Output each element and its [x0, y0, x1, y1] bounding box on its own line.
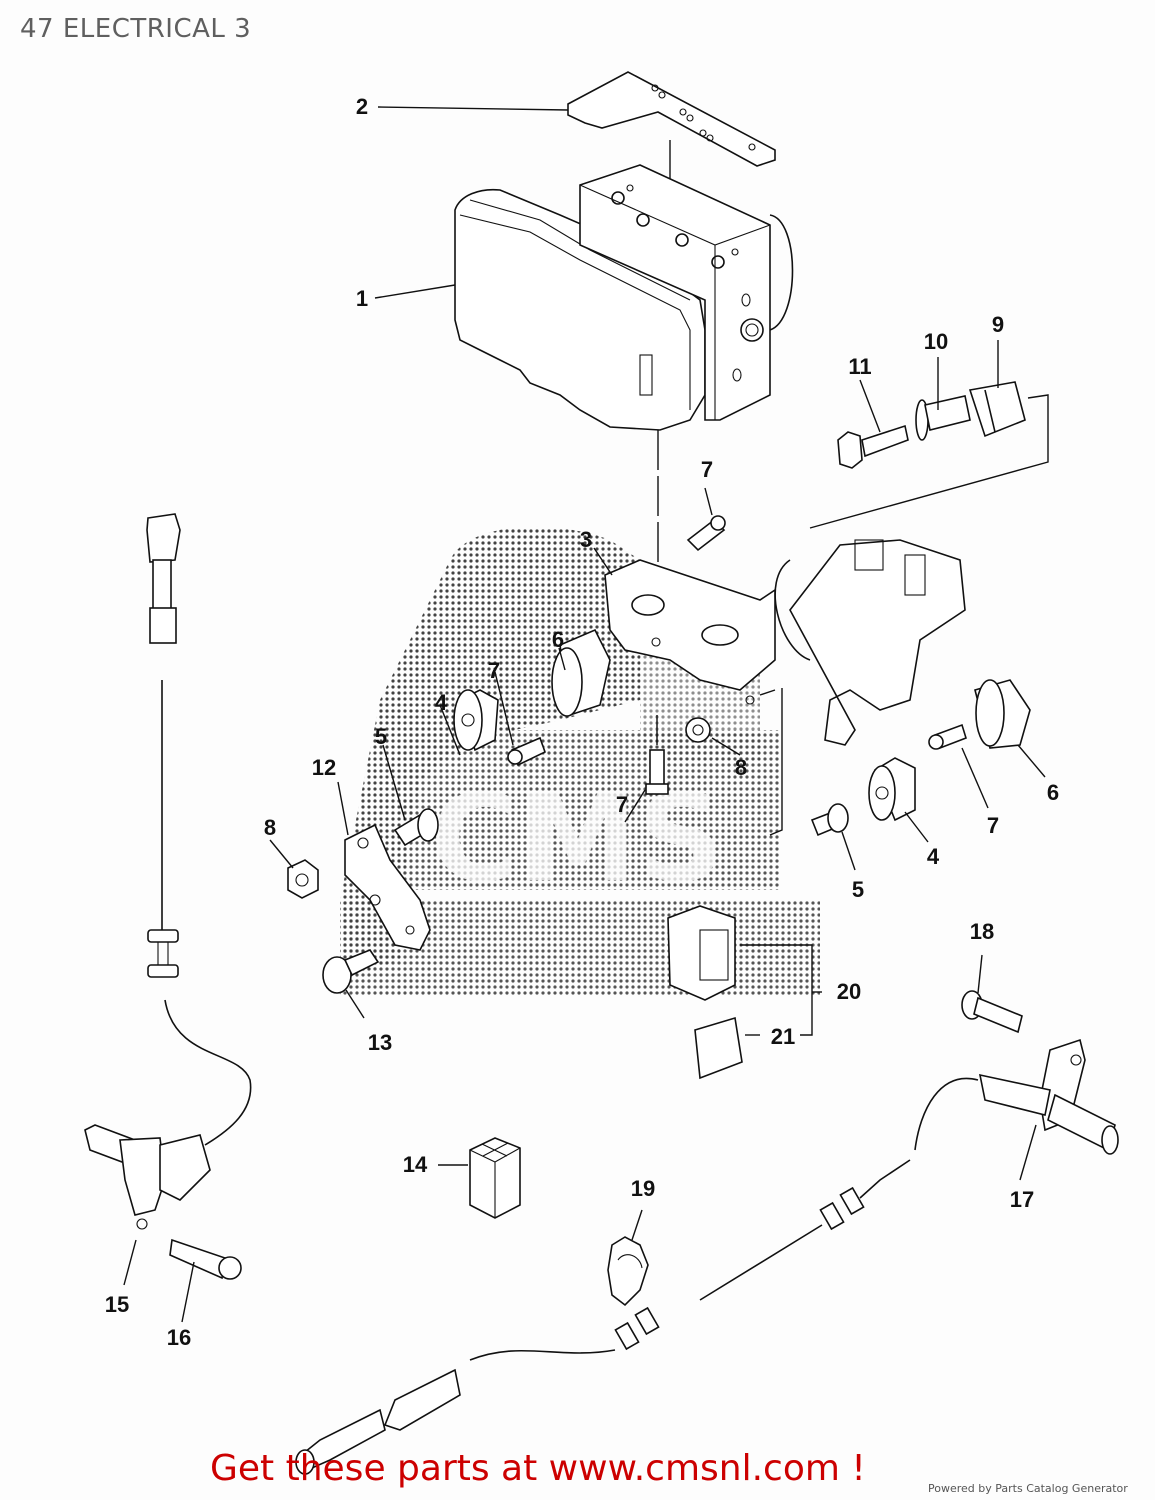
callout-20[interactable]: 20 — [836, 979, 862, 1004]
rear-wheel-sensor-lead — [295, 1159, 911, 1475]
callout-21[interactable]: 21 — [770, 1024, 796, 1049]
callout-18[interactable]: 18 — [969, 919, 995, 944]
callout-1[interactable]: 1 — [355, 286, 369, 311]
callout-3[interactable]: 3 — [579, 527, 593, 552]
callout-6-left[interactable]: 6 — [551, 627, 565, 652]
callout-7-left[interactable]: 7 — [487, 658, 501, 683]
front-wheel-sensor-lead — [146, 513, 252, 1146]
part-6-grommet-right — [974, 679, 1031, 749]
callout-17[interactable]: 17 — [1009, 1187, 1035, 1212]
callout-10[interactable]: 10 — [923, 329, 949, 354]
callout-8-right[interactable]: 8 — [734, 755, 748, 780]
part-17-rear-sensor — [914, 1038, 1119, 1155]
part-6-grommet-left — [551, 628, 611, 717]
part-8-nut-left — [287, 859, 319, 899]
callout-7-lower[interactable]: 7 — [615, 792, 629, 817]
svg-text:CMS: CMS — [430, 770, 724, 909]
part-7-bolt-left — [507, 736, 546, 767]
part-1-abs-unit — [454, 164, 794, 575]
callout-4-right[interactable]: 4 — [926, 844, 940, 869]
part-19-clamp — [607, 1236, 649, 1307]
part-4-bush-left — [453, 689, 499, 752]
powered-by-text: Powered by Parts Catalog Generator — [928, 1482, 1128, 1495]
part-4-bush-right — [868, 757, 916, 822]
callout-6-right[interactable]: 6 — [1046, 780, 1060, 805]
part-3-stay — [604, 559, 776, 705]
part-18-bolt — [961, 990, 1023, 1034]
part-7-bolt-upper — [686, 487, 726, 552]
part-14-coupler — [469, 1137, 521, 1219]
callout-19[interactable]: 19 — [630, 1176, 656, 1201]
part-12-plate — [344, 823, 431, 951]
part-5-stud-left — [393, 808, 439, 847]
callout-5-left[interactable]: 5 — [374, 724, 388, 749]
callout-14[interactable]: 14 — [402, 1152, 428, 1177]
part-20-coupler — [667, 905, 736, 1001]
part-16-bolt — [169, 1238, 242, 1280]
part-5-stud-right — [810, 803, 849, 837]
callout-7-right[interactable]: 7 — [986, 813, 1000, 838]
callout-8-left[interactable]: 8 — [263, 815, 277, 840]
callout-2[interactable]: 2 — [355, 94, 369, 119]
callout-4-left[interactable]: 4 — [434, 690, 448, 715]
part-15-front-sensor — [84, 1124, 211, 1230]
part-11-bolt — [837, 424, 909, 469]
ecu-bracket — [774, 539, 966, 746]
callout-15[interactable]: 15 — [104, 1292, 130, 1317]
callout-12[interactable]: 12 — [311, 755, 337, 780]
page-title: 47 ELECTRICAL 3 — [20, 14, 252, 44]
part-7-bolt-right — [928, 723, 967, 750]
callout-11[interactable]: 11 — [848, 354, 872, 379]
callout-5-right[interactable]: 5 — [851, 877, 865, 902]
part-21-coupler-lock — [694, 1016, 743, 1080]
callout-13[interactable]: 13 — [367, 1030, 393, 1055]
part-7-bolt-lower — [645, 715, 669, 795]
callout-16[interactable]: 16 — [166, 1325, 192, 1350]
part-8-nut-right — [685, 717, 711, 743]
part-10-collar — [915, 395, 971, 441]
callout-7-upper[interactable]: 7 — [700, 457, 714, 482]
part-13-bolt — [322, 949, 380, 994]
get-parts-link[interactable]: Get these parts at www.cmsnl.com ! — [210, 1448, 866, 1489]
callout-9[interactable]: 9 — [991, 312, 1005, 337]
part-9-damper — [968, 381, 1026, 438]
